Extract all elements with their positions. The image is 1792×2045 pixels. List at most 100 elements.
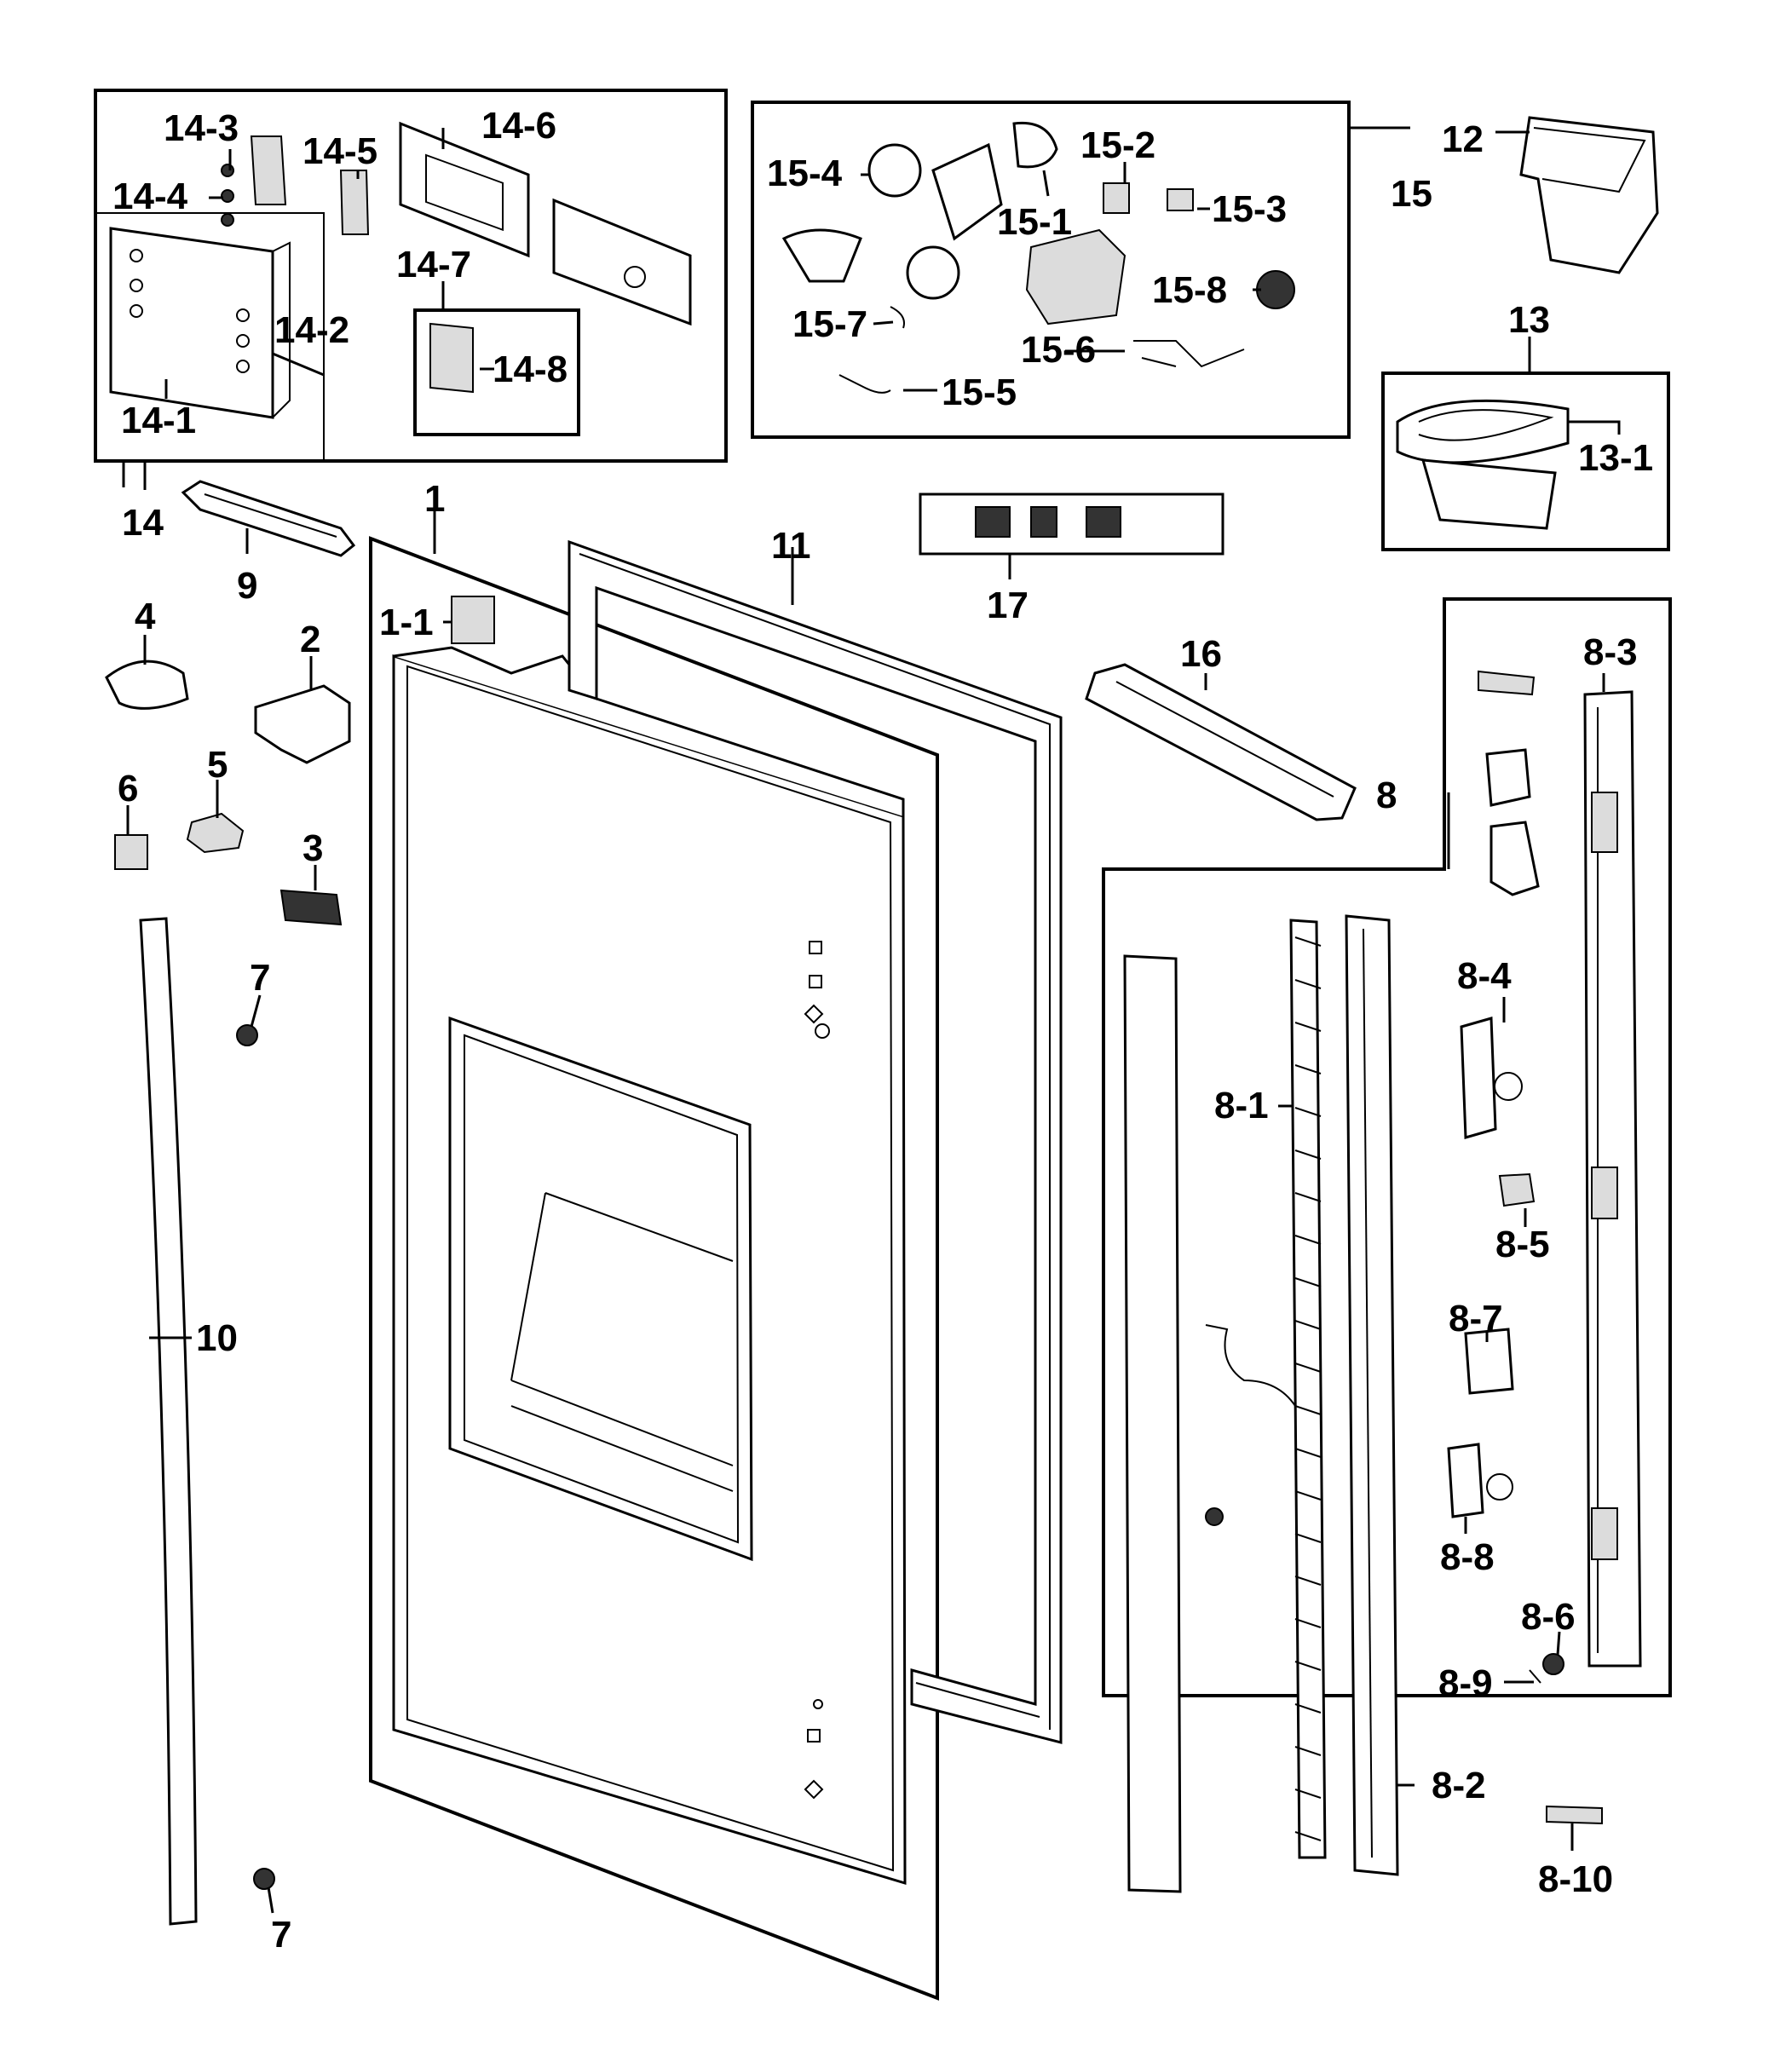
part-7-screw-top <box>236 1024 258 1046</box>
part-15-3 <box>1167 188 1194 211</box>
part-17-pcb <box>919 493 1224 556</box>
part-8-2-channel <box>1345 914 1399 1876</box>
part-16 <box>1085 663 1357 821</box>
label-8-8: 8-8 <box>1440 1536 1495 1578</box>
label-15-3: 15-3 <box>1212 188 1287 230</box>
label-14-3: 14-3 <box>164 107 239 149</box>
part-8-screw <box>1205 1507 1224 1526</box>
label-15-1: 15-1 <box>997 201 1072 243</box>
label-14-6: 14-6 <box>481 105 556 147</box>
label-16: 16 <box>1180 633 1222 675</box>
part-14-1 <box>109 227 274 419</box>
label-3: 3 <box>303 827 323 869</box>
part-15-8 <box>1256 270 1295 309</box>
part-15-2 <box>1103 182 1130 214</box>
part-14-3 <box>250 135 287 205</box>
label-8-9: 8-9 <box>1438 1662 1493 1704</box>
part-15-5 <box>838 374 891 394</box>
label-8-7: 8-7 <box>1449 1298 1503 1339</box>
label-15-6: 15-6 <box>1021 329 1096 371</box>
label-8-10: 8-10 <box>1538 1858 1613 1900</box>
part-8-1-strip <box>1289 919 1327 1859</box>
part-15-cup <box>781 228 862 283</box>
label-15-7: 15-7 <box>792 303 867 345</box>
label-8-1: 8-1 <box>1214 1085 1269 1126</box>
label-15: 15 <box>1391 173 1432 215</box>
box-14 <box>94 89 728 463</box>
label-2: 2 <box>300 619 320 660</box>
label-8-5: 8-5 <box>1495 1224 1550 1265</box>
part-8-bracket-b <box>1489 821 1540 896</box>
part-15-7 <box>890 306 905 329</box>
label-8-2: 8-2 <box>1432 1765 1486 1806</box>
label-14-4: 14-4 <box>112 176 188 217</box>
label-8-6: 8-6 <box>1521 1596 1576 1638</box>
label-8: 8 <box>1376 775 1397 816</box>
label-5: 5 <box>207 744 228 786</box>
part-8-8 <box>1447 1443 1484 1518</box>
label-14-7: 14-7 <box>396 244 471 285</box>
door-gasket <box>568 539 1063 1744</box>
label-1: 1 <box>424 478 445 520</box>
part-4 <box>105 660 189 710</box>
box-8 <box>1102 597 1672 1697</box>
box-13 <box>1381 372 1670 551</box>
label-15-4: 15-4 <box>767 153 843 194</box>
label-13: 13 <box>1508 299 1550 341</box>
leader-lines <box>122 126 1621 1914</box>
part-9 <box>181 480 356 557</box>
label-14: 14 <box>122 502 164 544</box>
part-13-1 <box>1420 458 1557 530</box>
label-15-2: 15-2 <box>1080 124 1155 166</box>
part-15-6 <box>1133 340 1245 368</box>
label-14-8: 14-8 <box>493 349 568 390</box>
label-15-5: 15-5 <box>942 372 1017 413</box>
label-8-4: 8-4 <box>1457 955 1512 997</box>
part-8-clip-top <box>1478 670 1536 696</box>
part-6 <box>114 834 148 870</box>
part-7-screw-bottom <box>253 1868 275 1890</box>
part-14-5 <box>339 170 370 235</box>
label-9: 9 <box>237 565 257 607</box>
part-15-1 <box>1012 121 1058 169</box>
label-10: 10 <box>196 1317 238 1359</box>
part-8-6 <box>1542 1653 1564 1675</box>
part-12-bin <box>1519 116 1659 274</box>
label-7-bottom: 7 <box>271 1914 291 1956</box>
label-6: 6 <box>118 768 138 809</box>
label-1-1: 1-1 <box>379 602 434 643</box>
label-15-8: 15-8 <box>1152 269 1227 311</box>
label-8-3: 8-3 <box>1583 631 1638 673</box>
part-8-wire <box>1205 1324 1296 1407</box>
part-8-10 <box>1546 1805 1603 1825</box>
label-17: 17 <box>987 585 1029 626</box>
box-14-1-inner <box>95 212 325 461</box>
label-14-2: 14-2 <box>274 309 349 351</box>
box-15 <box>751 101 1351 439</box>
part-8-4 <box>1460 1017 1497 1139</box>
label-7-top: 7 <box>250 957 270 999</box>
box-14-7 <box>413 308 580 436</box>
label-4: 4 <box>135 596 156 637</box>
label-14-1: 14-1 <box>121 400 196 441</box>
part-15-motor <box>1025 228 1126 325</box>
part-2 <box>254 684 351 764</box>
label-12: 12 <box>1442 118 1484 160</box>
part-3 <box>279 889 343 926</box>
label-11: 11 <box>771 525 811 567</box>
box-1 <box>369 536 939 2001</box>
part-14-8 <box>429 322 474 394</box>
part-15-flap <box>931 142 1003 241</box>
part-1-1 <box>451 596 495 644</box>
part-5 <box>186 812 245 854</box>
part-8-left-bar <box>1123 954 1182 1893</box>
part-8-7 <box>1464 1328 1514 1395</box>
door-assembly <box>392 646 907 1886</box>
part-8-bracket-a <box>1485 748 1531 807</box>
callout-labels: 14-3 14-4 14-5 14-6 14-7 14-2 14-8 14-1 … <box>112 105 1653 1956</box>
label-13-1: 13-1 <box>1578 437 1653 479</box>
part-15-ring <box>906 245 960 300</box>
label-14-5: 14-5 <box>303 130 377 172</box>
part-8-9 <box>1529 1669 1541 1684</box>
